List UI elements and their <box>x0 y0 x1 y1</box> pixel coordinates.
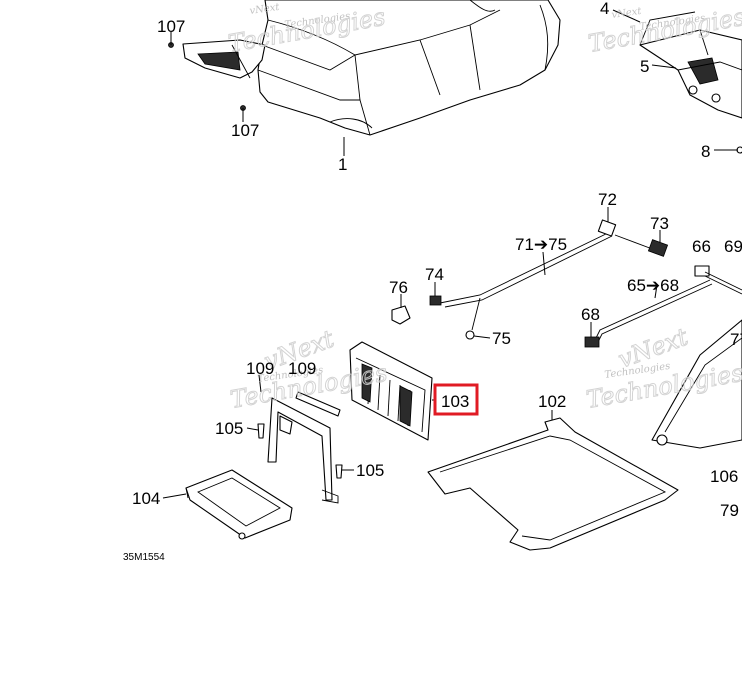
callout-69: 69 <box>724 237 742 256</box>
svg-text:vNext: vNext <box>611 6 643 21</box>
callout-8: 8 <box>701 142 710 161</box>
callout-71-75: 71➔75 <box>515 235 567 254</box>
highlighted-callout-103[interactable]: 103 <box>433 383 479 416</box>
seat-part <box>182 0 561 136</box>
callout-105-left: 105 <box>215 419 243 438</box>
callout-74: 74 <box>425 265 444 284</box>
callout-4: 4 <box>600 0 609 18</box>
callout-102: 102 <box>538 392 566 411</box>
drawing-code: 35M1554 <box>123 552 165 563</box>
callout-76: 76 <box>389 278 408 297</box>
callout-104: 104 <box>132 489 160 508</box>
callout-79: 79 <box>720 501 739 520</box>
fasteners <box>168 42 742 479</box>
callout-109-right: 109 <box>288 359 316 378</box>
svg-text:vNext: vNext <box>249 2 281 17</box>
callout-75: 75 <box>492 329 511 348</box>
callout-65-68: 65➔68 <box>627 276 679 295</box>
leader-lines <box>162 9 738 499</box>
tray-part <box>185 469 293 540</box>
callout-107-bottom: 107 <box>231 121 259 140</box>
callout-107-top: 107 <box>157 17 185 36</box>
floor-panel-part <box>427 417 679 551</box>
highlight-box <box>433 383 479 416</box>
grille-part <box>349 341 433 441</box>
callout-103: 103 <box>441 392 469 411</box>
callout-5: 5 <box>640 57 649 76</box>
callout-73: 73 <box>650 214 669 233</box>
callout-68: 68 <box>581 305 600 324</box>
callout-109-left: 109 <box>246 359 274 378</box>
side-panel-part <box>651 319 742 449</box>
callout-106: 106 <box>710 467 738 486</box>
callout-105-right: 105 <box>356 461 384 480</box>
callout-77: 77 <box>730 330 742 349</box>
support-bracket-part <box>267 391 341 504</box>
callout-66: 66 <box>692 237 711 256</box>
bracket-part <box>639 11 742 119</box>
callout-labels: 107 107 1 4 5 8 72 73 71➔75 66 69 76 74 … <box>123 0 742 563</box>
callout-1: 1 <box>338 155 347 174</box>
callout-72: 72 <box>598 190 617 209</box>
wiring-harness <box>391 219 742 348</box>
